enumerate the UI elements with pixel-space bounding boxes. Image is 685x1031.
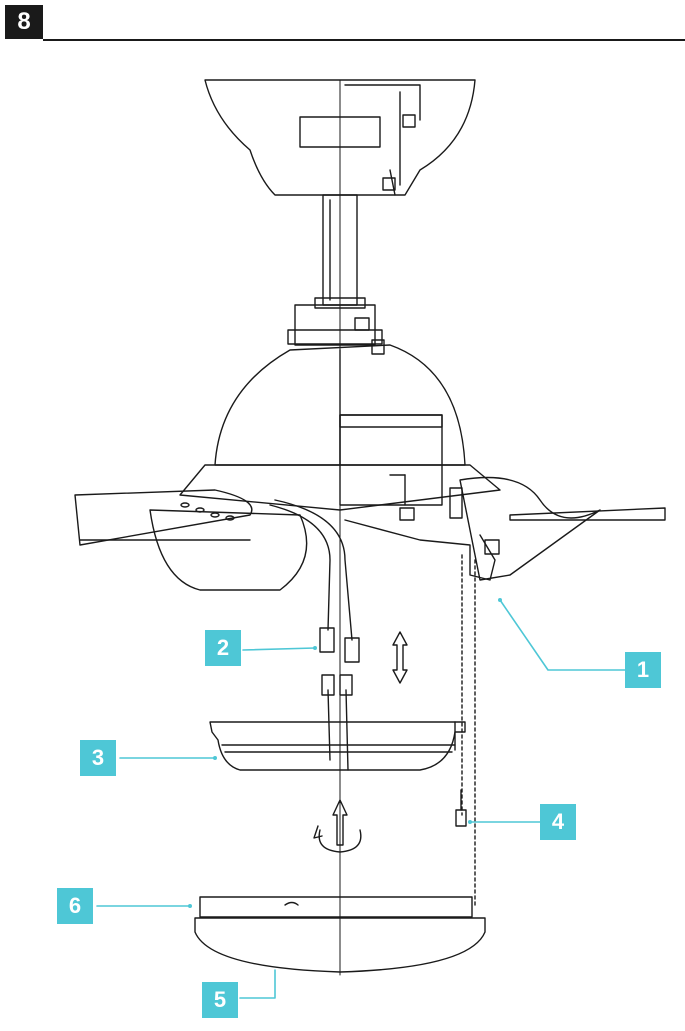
blade-hole [181, 503, 189, 507]
coupler [295, 305, 375, 345]
callout-1: 1 [625, 652, 661, 688]
motor-body [340, 415, 442, 505]
motor-top [340, 415, 442, 427]
switch-housing-plate [210, 722, 465, 770]
callout-3: 3 [80, 740, 116, 776]
callout-2: 2 [205, 630, 241, 666]
callout-4: 4 [540, 804, 576, 840]
leader-dot-2 [313, 646, 317, 650]
bowl-rim [200, 897, 472, 917]
leader-dot-1 [498, 598, 502, 602]
bracket-screw-2 [400, 508, 414, 520]
up-down-arrow [393, 632, 407, 683]
blade-hole-2 [196, 508, 204, 512]
callout-5: 5 [202, 982, 238, 1018]
bracket-screw-3 [450, 488, 462, 518]
leader-dot-6 [188, 904, 192, 908]
left-blade-arm [150, 510, 307, 590]
leader-5 [240, 970, 275, 998]
leader-dot-4 [468, 820, 472, 824]
connector-a [320, 628, 334, 652]
screw [456, 810, 466, 826]
lower-wire-b [346, 690, 348, 770]
coupler-plate [288, 330, 382, 344]
blade-hole-3 [211, 513, 219, 517]
leader-2 [243, 648, 315, 650]
mounting-bracket [345, 520, 495, 580]
bowl-notch [285, 903, 298, 906]
leader-dot-3 [213, 756, 217, 760]
callout-6: 6 [57, 888, 93, 924]
coupler-bolt [355, 318, 369, 330]
lower-wire-a [328, 690, 330, 760]
leader-1 [500, 600, 625, 670]
left-blade [75, 490, 252, 545]
connector-b [345, 638, 359, 662]
canopy-screw [403, 115, 415, 127]
rotation-tip [314, 826, 322, 838]
